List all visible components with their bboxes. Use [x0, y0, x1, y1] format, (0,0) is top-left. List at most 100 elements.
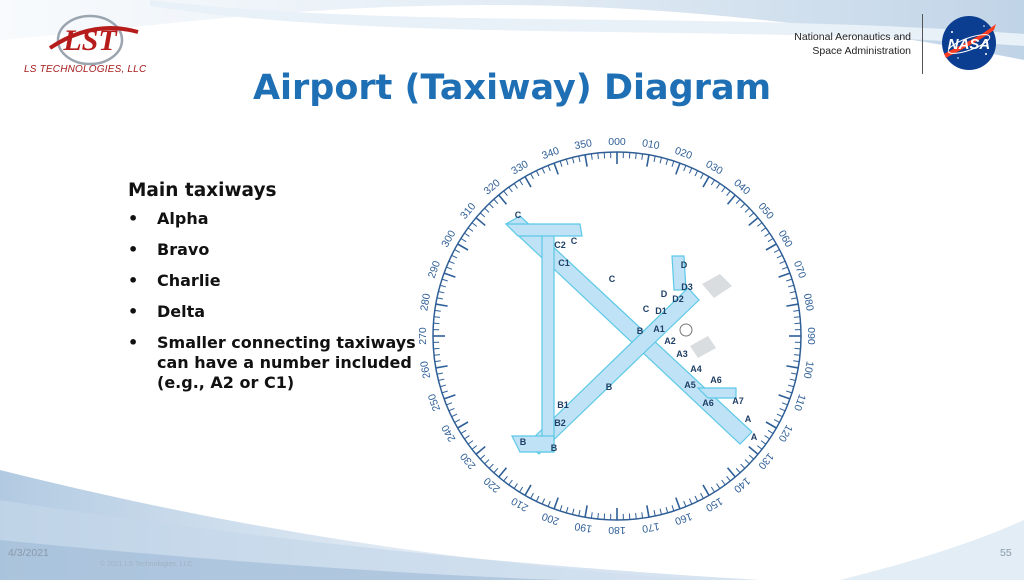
compass-tick: [793, 316, 801, 318]
compass-label: 160: [673, 510, 694, 527]
list-heading: Main taxiways: [128, 180, 277, 201]
compass-tick: [519, 179, 524, 186]
compass-tick: [773, 249, 780, 253]
taxiway-label: C2: [554, 240, 566, 250]
nasa-logo: NASA: [942, 16, 996, 70]
compass-tick: [475, 445, 486, 455]
compass-label: 350: [574, 137, 593, 152]
agency-name-line2: Space Administration: [812, 45, 911, 57]
taxiway-label: B: [551, 443, 558, 453]
compass-tick: [535, 170, 540, 177]
compass-tick: [508, 186, 513, 193]
taxiway-label: B: [520, 437, 527, 447]
compass-tick: [493, 467, 499, 474]
compass-tick: [694, 495, 699, 502]
compass-tick: [519, 486, 524, 493]
taxiway-a6-loop: [696, 387, 737, 399]
compass-tick: [786, 365, 799, 369]
compass-tick: [793, 360, 800, 363]
compass-tick: [778, 394, 791, 400]
compass-tick: [779, 407, 786, 412]
compass-tick: [451, 254, 458, 259]
compass-tick: [503, 475, 508, 482]
compass-tick: [675, 497, 681, 510]
compass-tick: [443, 272, 456, 278]
taxiway-label: D: [661, 289, 668, 299]
compass-tick: [702, 176, 710, 188]
compass-tick: [503, 190, 508, 197]
compass-tick: [791, 372, 798, 375]
compass-tick: [694, 170, 699, 177]
taxiway-label: C: [571, 236, 578, 246]
compass-tick: [740, 203, 746, 209]
compass-tick: [547, 165, 551, 172]
compass-label: 020: [673, 145, 694, 162]
compass-tick: [793, 309, 800, 312]
compass-tick: [498, 194, 508, 205]
header-divider: [922, 14, 923, 74]
tower-marker: [679, 323, 693, 337]
taxiway-delta-spur: [671, 255, 687, 291]
compass-tick: [735, 198, 741, 205]
list-item-text: Delta: [157, 302, 206, 321]
list-item-text: Bravo: [157, 240, 210, 259]
compass-tick: [541, 167, 546, 174]
compass-label: 280: [418, 292, 433, 311]
list-item: •Smaller connecting taxiways can have a …: [128, 333, 428, 393]
compass-tick: [716, 183, 721, 189]
compass-tick: [446, 402, 453, 406]
taxiway-charlie-top: [504, 223, 583, 237]
compass-label: 070: [791, 259, 808, 280]
taxiway-label: D1: [655, 306, 667, 316]
compass-tick: [446, 266, 453, 270]
compass-tick: [675, 162, 681, 175]
footer-copyright: © 2021 LS Technologies, LLC: [100, 561, 193, 568]
compass-tick: [578, 510, 581, 517]
taxiway-label: A7: [732, 396, 744, 406]
compass-tick: [760, 227, 767, 232]
compass-tick: [773, 419, 780, 423]
compass-tick: [439, 384, 447, 388]
taxiway-label: C: [609, 274, 616, 284]
compass-tick: [756, 445, 763, 450]
agency-name-line1: National Aeronautics and: [794, 31, 911, 43]
taxiway-label: D3: [681, 282, 693, 292]
compass-tick: [584, 154, 588, 167]
list-item-text: Alpha: [157, 209, 209, 228]
compass-label: 170: [641, 520, 660, 535]
terminal-apron: [702, 274, 732, 298]
compass-tick: [748, 217, 759, 227]
compass-tick: [764, 435, 770, 440]
compass-tick: [530, 173, 534, 180]
compass-tick: [484, 207, 490, 213]
compass-tick: [786, 303, 799, 307]
compass-tick: [776, 413, 783, 418]
taxiway-label: A6: [710, 375, 722, 385]
list-item: •Alpha: [128, 209, 428, 229]
compass-tick: [765, 243, 777, 251]
list-item: • Delta: [128, 302, 428, 322]
compass-tick: [776, 254, 783, 259]
compass-tick: [710, 179, 715, 186]
taxiway-label: B: [606, 382, 613, 392]
compass-label: 260: [418, 360, 433, 379]
compass-tick: [665, 158, 669, 166]
compass-tick: [716, 483, 721, 489]
company-logo: LST: [48, 14, 139, 66]
slide-title: Airport (Taxiway) Diagram: [252, 68, 772, 108]
compass-tick: [565, 158, 569, 166]
compass-tick: [688, 167, 693, 174]
compass-label: 110: [791, 393, 808, 413]
compass-tick: [475, 217, 486, 227]
compass-tick: [434, 309, 441, 312]
compass-tick: [572, 508, 575, 515]
compass-tick: [460, 238, 467, 243]
compass-label: 250: [426, 392, 443, 413]
compass-tick: [572, 157, 575, 164]
bullet-marker: •: [128, 302, 139, 321]
taxiway-alpha-charlie: [504, 215, 753, 445]
compass-tick: [435, 303, 448, 307]
compass-tick: [635, 512, 637, 520]
